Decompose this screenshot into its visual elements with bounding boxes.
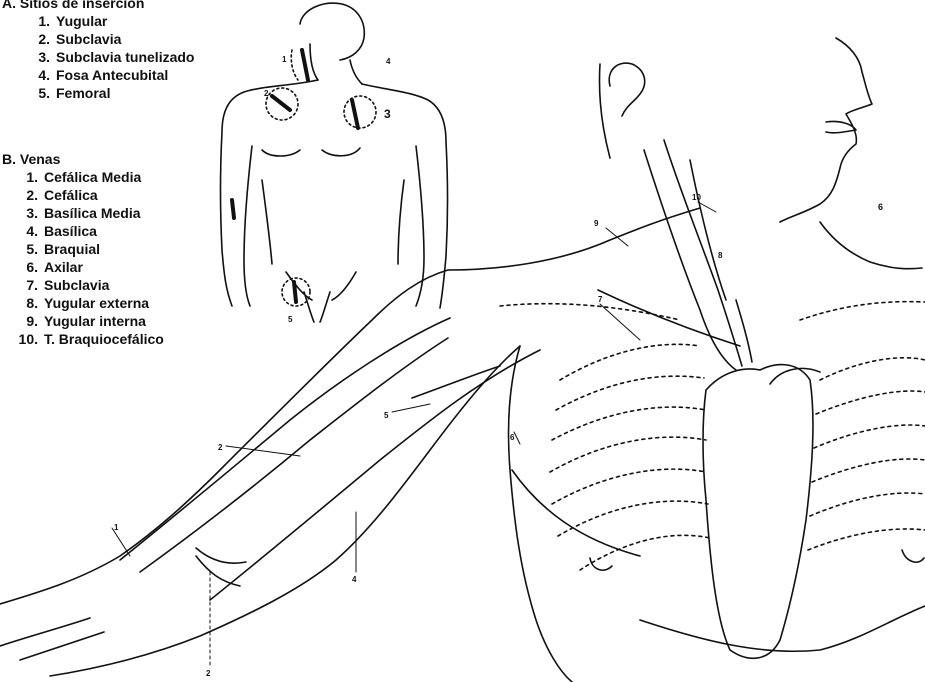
rib-7-left [580,535,710,570]
pectoral-line [512,470,640,556]
label-vein-9: 9 [594,219,599,228]
chest-side [508,346,572,682]
forearm-veins-left [0,618,104,660]
neck-veins [598,140,752,370]
nipple-right [902,550,924,562]
inset-insertion-markers [266,50,376,306]
inset-catheter-antecubital [232,200,234,218]
inset-shoulders [221,80,448,308]
inset-marker-tunneled [344,96,376,128]
inset-catheter-subclavian [272,96,290,110]
leader-lines [112,202,716,668]
inset-marker-jugular [291,50,298,80]
rib-1-left [560,344,700,380]
label-vein-8: 8 [718,251,723,260]
vein-brachial [412,366,500,398]
leader-1 [112,528,130,556]
arm-upper-contour [0,270,448,604]
rib-3-left [552,407,706,440]
vein-internal-jugular [664,140,742,366]
rib-4-right [812,459,925,482]
rib-2-left [556,376,704,410]
face-profile [780,38,872,222]
leader-2 [226,446,300,456]
inset-label-1: 1 [282,55,287,64]
label-vein-4: 4 [352,575,357,584]
vein-external-jugular [644,150,736,370]
inset-waist [262,180,404,264]
leader-5 [392,404,430,412]
rib-3-right [814,425,925,448]
ear [609,63,644,116]
rib-2-right [816,391,925,414]
aortic-arch [770,368,820,384]
inset-neck [310,44,362,84]
heart-block [703,365,813,659]
label-vein-5: 5 [384,411,389,420]
inset-label-2: 2 [264,89,269,98]
inset-chest [262,148,360,156]
label-vein-2-bottom: 2 [206,669,211,678]
shoulder-line [448,208,700,270]
inset-label-5: 5 [288,315,293,324]
clavicle-dotted [500,304,680,320]
inset-catheter-femoral [294,282,296,302]
inset-label-3: 3 [384,107,391,121]
arm-lower-contour [50,346,520,676]
label-vein-10: 10 [692,193,701,202]
inset-labels: 1 2 3 4 5 [264,55,391,324]
vein-basilic [210,350,540,600]
rib-6-left [558,501,708,536]
leader-9 [606,228,628,246]
main-labels: 1 2 2 4 5 6 7 9 10 8 6 [114,193,883,678]
inset-label-4: 4 [386,57,391,66]
rib-1-right [820,358,925,380]
nipple-left [590,558,612,570]
inset-catheter-jugular [302,50,308,80]
rib-5-left [552,469,706,504]
label-vein-6-neck: 6 [878,202,883,212]
rib-6-right [808,529,925,550]
rib-4-left [550,437,706,472]
label-vein-7: 7 [598,295,603,304]
rib-5-right [810,493,925,516]
elbow-crease [196,548,246,563]
main-figure [0,38,925,682]
vein-cephalic [120,318,450,560]
inset-catheter-tunneled [352,100,358,128]
inset-torso-figure [221,3,448,322]
leader-6 [514,432,520,444]
neck-front [820,222,922,269]
label-vein-1: 1 [114,523,119,532]
label-vein-6: 6 [510,433,515,442]
clavicle-right-dotted [800,302,925,320]
inset-arm-inner-left [244,146,252,306]
label-vein-2: 2 [218,443,223,452]
